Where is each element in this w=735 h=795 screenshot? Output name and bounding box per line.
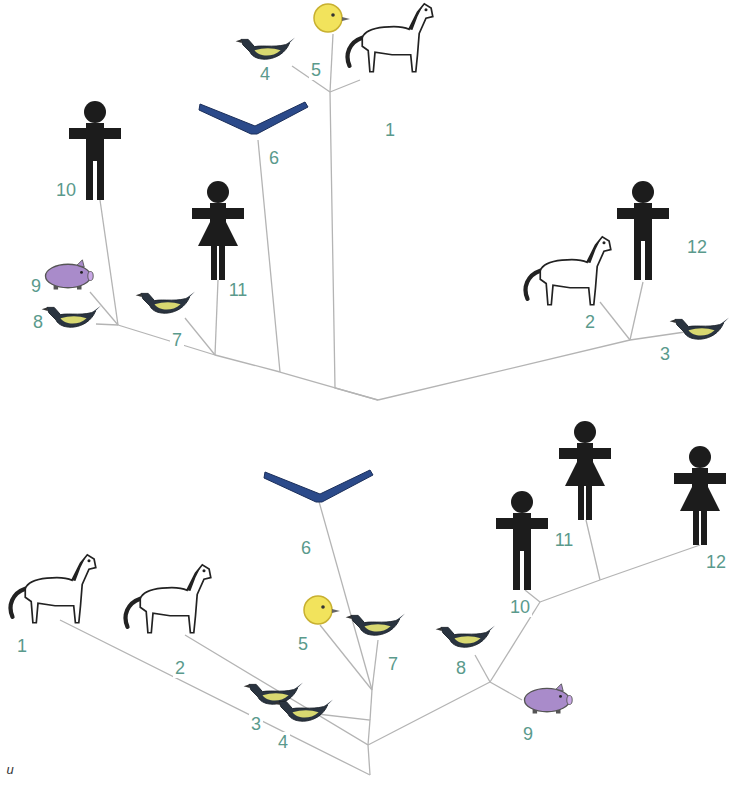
branch-line xyxy=(370,690,372,720)
page-mark: u xyxy=(4,760,15,780)
callout-number: 1 xyxy=(15,636,29,656)
callout-number: 4 xyxy=(258,64,272,84)
callout-number: 7 xyxy=(386,654,400,674)
pig-icon xyxy=(46,260,94,290)
woman-icon xyxy=(192,181,244,280)
callout-number: 2 xyxy=(173,658,187,678)
callout-number: 12 xyxy=(704,552,728,572)
horse-icon xyxy=(11,555,96,623)
callout-number: 3 xyxy=(658,344,672,364)
callout-number: 4 xyxy=(276,732,290,752)
branch-line xyxy=(330,80,360,92)
branch-line xyxy=(540,580,600,602)
callout-number: 10 xyxy=(508,597,532,617)
callout-number: 5 xyxy=(296,634,310,654)
duck-icon xyxy=(346,614,405,636)
duck-icon xyxy=(42,306,101,328)
branch-line xyxy=(318,498,372,690)
callout-number: 2 xyxy=(583,312,597,332)
chick-icon xyxy=(304,596,340,624)
branch-line xyxy=(475,655,490,682)
horse-icon xyxy=(348,4,433,72)
branch-line xyxy=(215,280,218,355)
duck-icon xyxy=(236,38,295,60)
callout-number: 10 xyxy=(54,180,78,200)
branch-line xyxy=(368,682,490,745)
callout-number: 6 xyxy=(267,148,281,168)
callout-number: 3 xyxy=(249,714,263,734)
pig-icon xyxy=(525,684,573,714)
branch-line xyxy=(372,640,378,690)
man-icon xyxy=(617,181,669,280)
chick-icon xyxy=(314,4,350,32)
branch-line xyxy=(600,302,630,340)
callout-number: 6 xyxy=(299,538,313,558)
woman-icon xyxy=(559,421,611,520)
duck-icon xyxy=(274,700,333,722)
callout-number: 11 xyxy=(553,530,576,550)
branch-line xyxy=(330,34,333,92)
branch-line xyxy=(258,140,280,372)
branch-line xyxy=(215,355,280,372)
branch-line xyxy=(96,324,118,325)
duck-icon xyxy=(136,292,195,314)
callout-number: 11 xyxy=(227,280,250,300)
branch-line xyxy=(600,545,700,580)
branch-line xyxy=(60,620,370,775)
callout-number: 12 xyxy=(685,237,709,257)
bird-icon xyxy=(199,102,308,134)
callout-number: 9 xyxy=(521,724,535,744)
branch-line xyxy=(185,318,215,355)
branch-line xyxy=(490,682,522,700)
horse-icon xyxy=(126,565,211,633)
horse-icon xyxy=(526,237,611,305)
tree-branches xyxy=(60,34,700,775)
branch-line xyxy=(630,282,643,340)
branch-line xyxy=(586,520,600,580)
duck-icon xyxy=(436,626,495,648)
callout-number: 9 xyxy=(29,276,43,296)
callout-number: 8 xyxy=(454,658,468,678)
branch-line xyxy=(320,625,372,690)
duck-icon xyxy=(670,318,729,340)
branch-line xyxy=(330,92,378,400)
callout-number: 8 xyxy=(31,312,45,332)
man-icon xyxy=(496,491,548,590)
branch-line xyxy=(90,292,118,325)
branch-line xyxy=(630,332,685,340)
callout-number: 7 xyxy=(170,330,184,350)
branch-line xyxy=(378,340,630,400)
bird-icon xyxy=(264,470,373,502)
woman-icon xyxy=(674,446,726,545)
branch-line xyxy=(118,325,215,355)
callout-number: 5 xyxy=(309,60,323,80)
duck-icon xyxy=(244,683,303,705)
branch-line xyxy=(280,372,378,400)
branch-line xyxy=(185,635,370,775)
callout-number: 1 xyxy=(383,120,397,140)
